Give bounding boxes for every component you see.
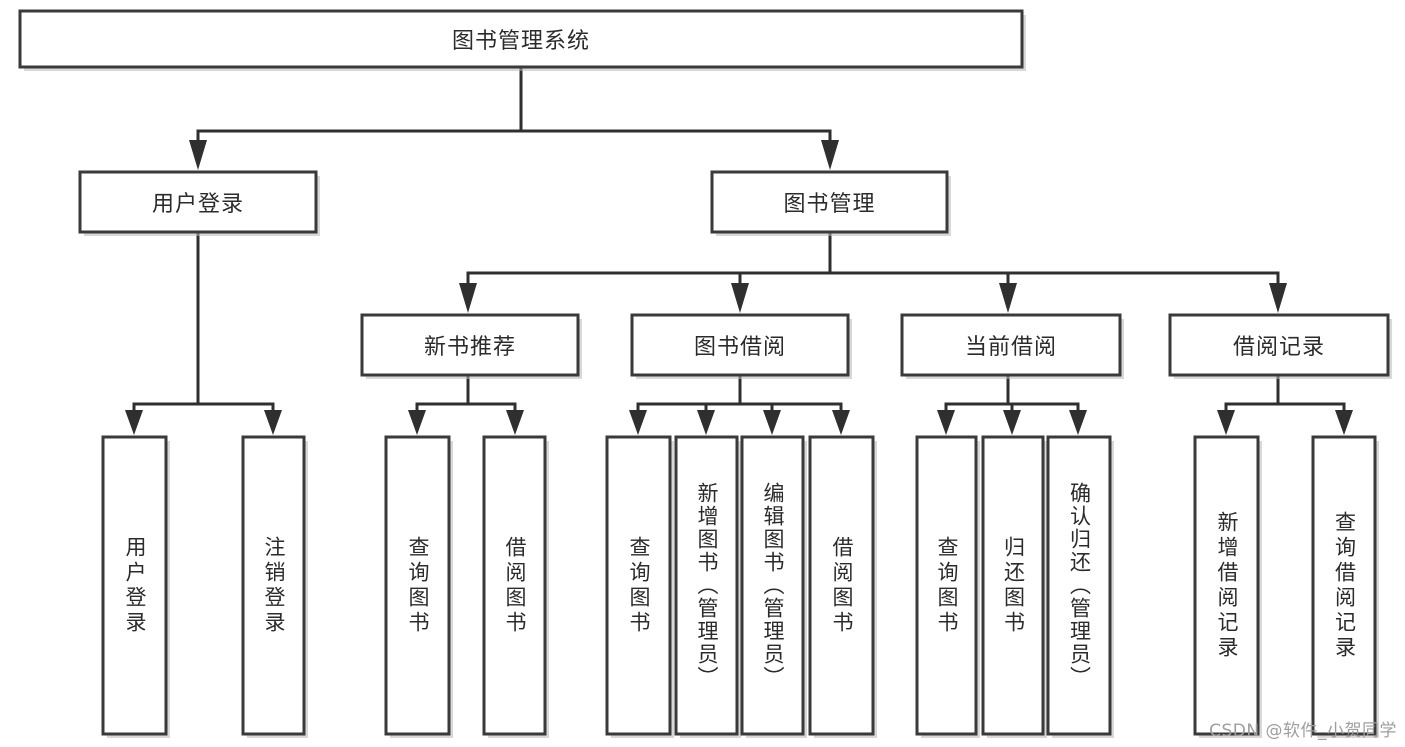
arrow-head-borrow-record [1269,283,1287,313]
node-book-borrow[interactable] [630,313,852,379]
arrow-head-cb-query-book [937,410,955,435]
connectors-user-login-to-leaves [125,230,282,435]
leaf-box-4[interactable] [605,435,672,736]
connectors-current-borrow-to-leaves [937,373,1087,435]
level2-label-0: 用户登录 [151,192,244,217]
user-login-box[interactable] [78,170,318,234]
arrow-head-bb-add-book [697,410,715,435]
connectors-book-borrow-to-leaves [629,373,850,435]
root-label: 图书管理系统 [451,29,590,54]
arrow-head-br-add-record [1217,410,1235,435]
leaf-box-0[interactable] [101,435,168,736]
arrow-head-bb-borrow-book [832,410,850,435]
leaf-boxes-group [101,435,1379,738]
leaf-box-8[interactable] [915,435,978,736]
node-new-book-recommend[interactable] [360,313,582,379]
level3-label-1: 图书借阅 [693,335,786,360]
book-borrow-box[interactable] [630,313,850,377]
arrow-head-br-query-record [1335,410,1353,435]
connectors-root-to-level2 [189,65,839,170]
arrow-head-cb-confirm-return [1069,410,1087,435]
leaf-box-11[interactable] [1193,435,1260,736]
watermark-text: CSDN @软件_小贺同学 [1209,721,1397,741]
arrow-head-bb-edit-book [763,410,781,435]
leaf-box-10[interactable] [1046,435,1112,736]
connectors-book-mgmt-to-level3 [459,230,1287,313]
arrow-head-nbr-query-book [408,410,426,435]
arrow-head-bb-query-book [629,410,647,435]
new-book-recommend-box[interactable] [360,313,580,377]
arrow-head-book-borrow [731,283,749,313]
level3-label-0: 新书推荐 [423,335,516,360]
arrow-head-user-login [189,140,207,170]
leaf-box-9[interactable] [981,435,1045,736]
arrow-head-current-borrow [999,283,1017,313]
leaf-box-2[interactable] [384,435,451,736]
node-user-login[interactable] [78,170,320,236]
book-management-box[interactable] [710,170,949,234]
leaf-box-3[interactable] [482,435,547,736]
arrow-head-new-book-rec [459,283,477,313]
connectors-borrow-record-to-leaves [1217,373,1353,435]
root-box[interactable] [18,9,1024,69]
node-book-management[interactable] [710,170,951,236]
level3-label-3: 借阅记录 [1232,335,1325,360]
node-borrow-record[interactable] [1168,313,1392,379]
level2-label-1: 图书管理 [783,192,876,217]
leaf-box-12[interactable] [1311,435,1377,736]
node-root[interactable] [18,9,1026,71]
leaf-box-7[interactable] [808,435,875,736]
arrow-head-nbr-borrow-book [506,410,524,435]
arrow-head-leaf-user-login [125,410,143,435]
level3-label-2: 当前借阅 [964,335,1057,360]
leaf-box-5[interactable] [674,435,739,736]
arrow-head-book-mgmt [821,140,839,170]
borrow-record-box[interactable] [1168,313,1390,377]
arrow-head-cb-return-book [1003,410,1021,435]
current-borrow-box[interactable] [900,313,1122,377]
leaf-box-1[interactable] [241,435,306,736]
arrow-head-leaf-logout [264,410,282,435]
node-current-borrow[interactable] [900,313,1124,379]
connectors-new-book-rec-to-leaves [408,373,524,435]
leaf-box-6[interactable] [740,435,805,736]
